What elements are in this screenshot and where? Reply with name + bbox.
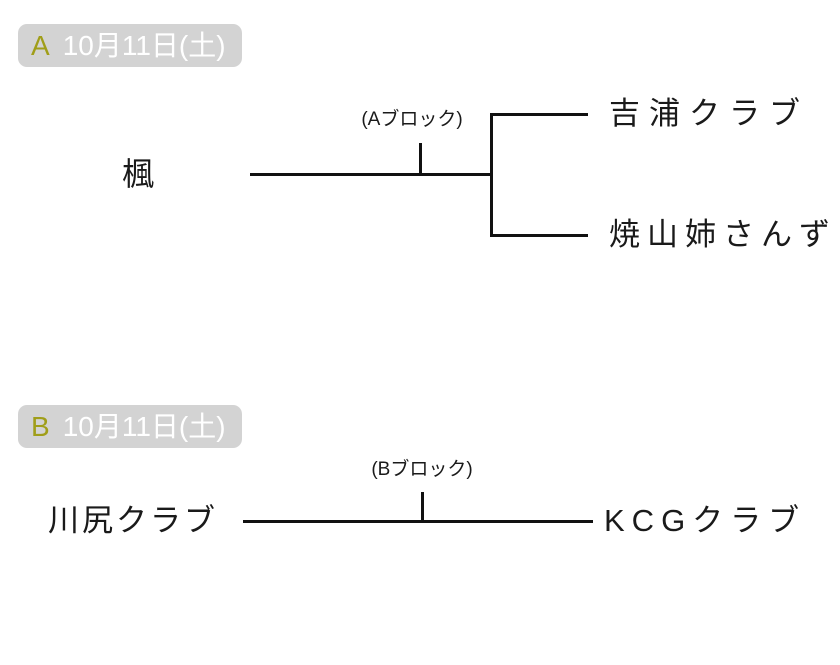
date-badge-b: B 10月11日(土) bbox=[18, 405, 242, 448]
date-badge-a: A 10月11日(土) bbox=[18, 24, 242, 67]
team-label-yoshiura-club: 吉浦クラブ bbox=[609, 96, 809, 131]
bracket-a-block-tick bbox=[419, 143, 422, 175]
block-label-b: (Bブロック) bbox=[371, 459, 473, 480]
bracket-a-vertical-line bbox=[490, 113, 493, 237]
team-label-kaede: 楓 bbox=[122, 156, 155, 192]
bracket-a-bottom-branch-line bbox=[490, 234, 588, 237]
bracket-a-feeder-line bbox=[250, 173, 492, 176]
bracket-a-top-branch-line bbox=[490, 113, 588, 116]
block-letter-b: B bbox=[31, 411, 50, 442]
team-label-kcg-club: KCGクラブ bbox=[604, 503, 807, 538]
team-label-kawajiri-club: 川尻クラブ bbox=[48, 503, 218, 538]
team-label-yakeyama-nesanzu: 焼山姉さんず bbox=[609, 217, 837, 252]
block-label-a: (Aブロック) bbox=[361, 109, 463, 130]
bracket-b-match-line bbox=[243, 520, 593, 523]
block-letter-a: A bbox=[31, 30, 50, 61]
match-date-a: 10月11日(土) bbox=[62, 30, 226, 61]
bracket-b-block-tick bbox=[421, 492, 424, 522]
match-date-b: 10月11日(土) bbox=[62, 411, 226, 442]
